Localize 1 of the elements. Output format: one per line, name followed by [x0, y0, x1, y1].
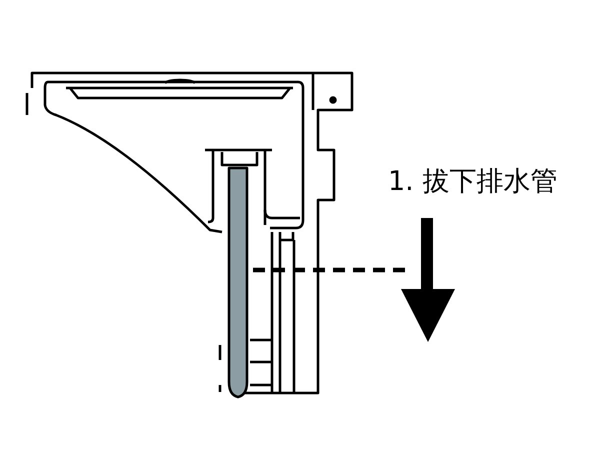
instruction-text: 1. 拔下排水管	[388, 168, 558, 195]
